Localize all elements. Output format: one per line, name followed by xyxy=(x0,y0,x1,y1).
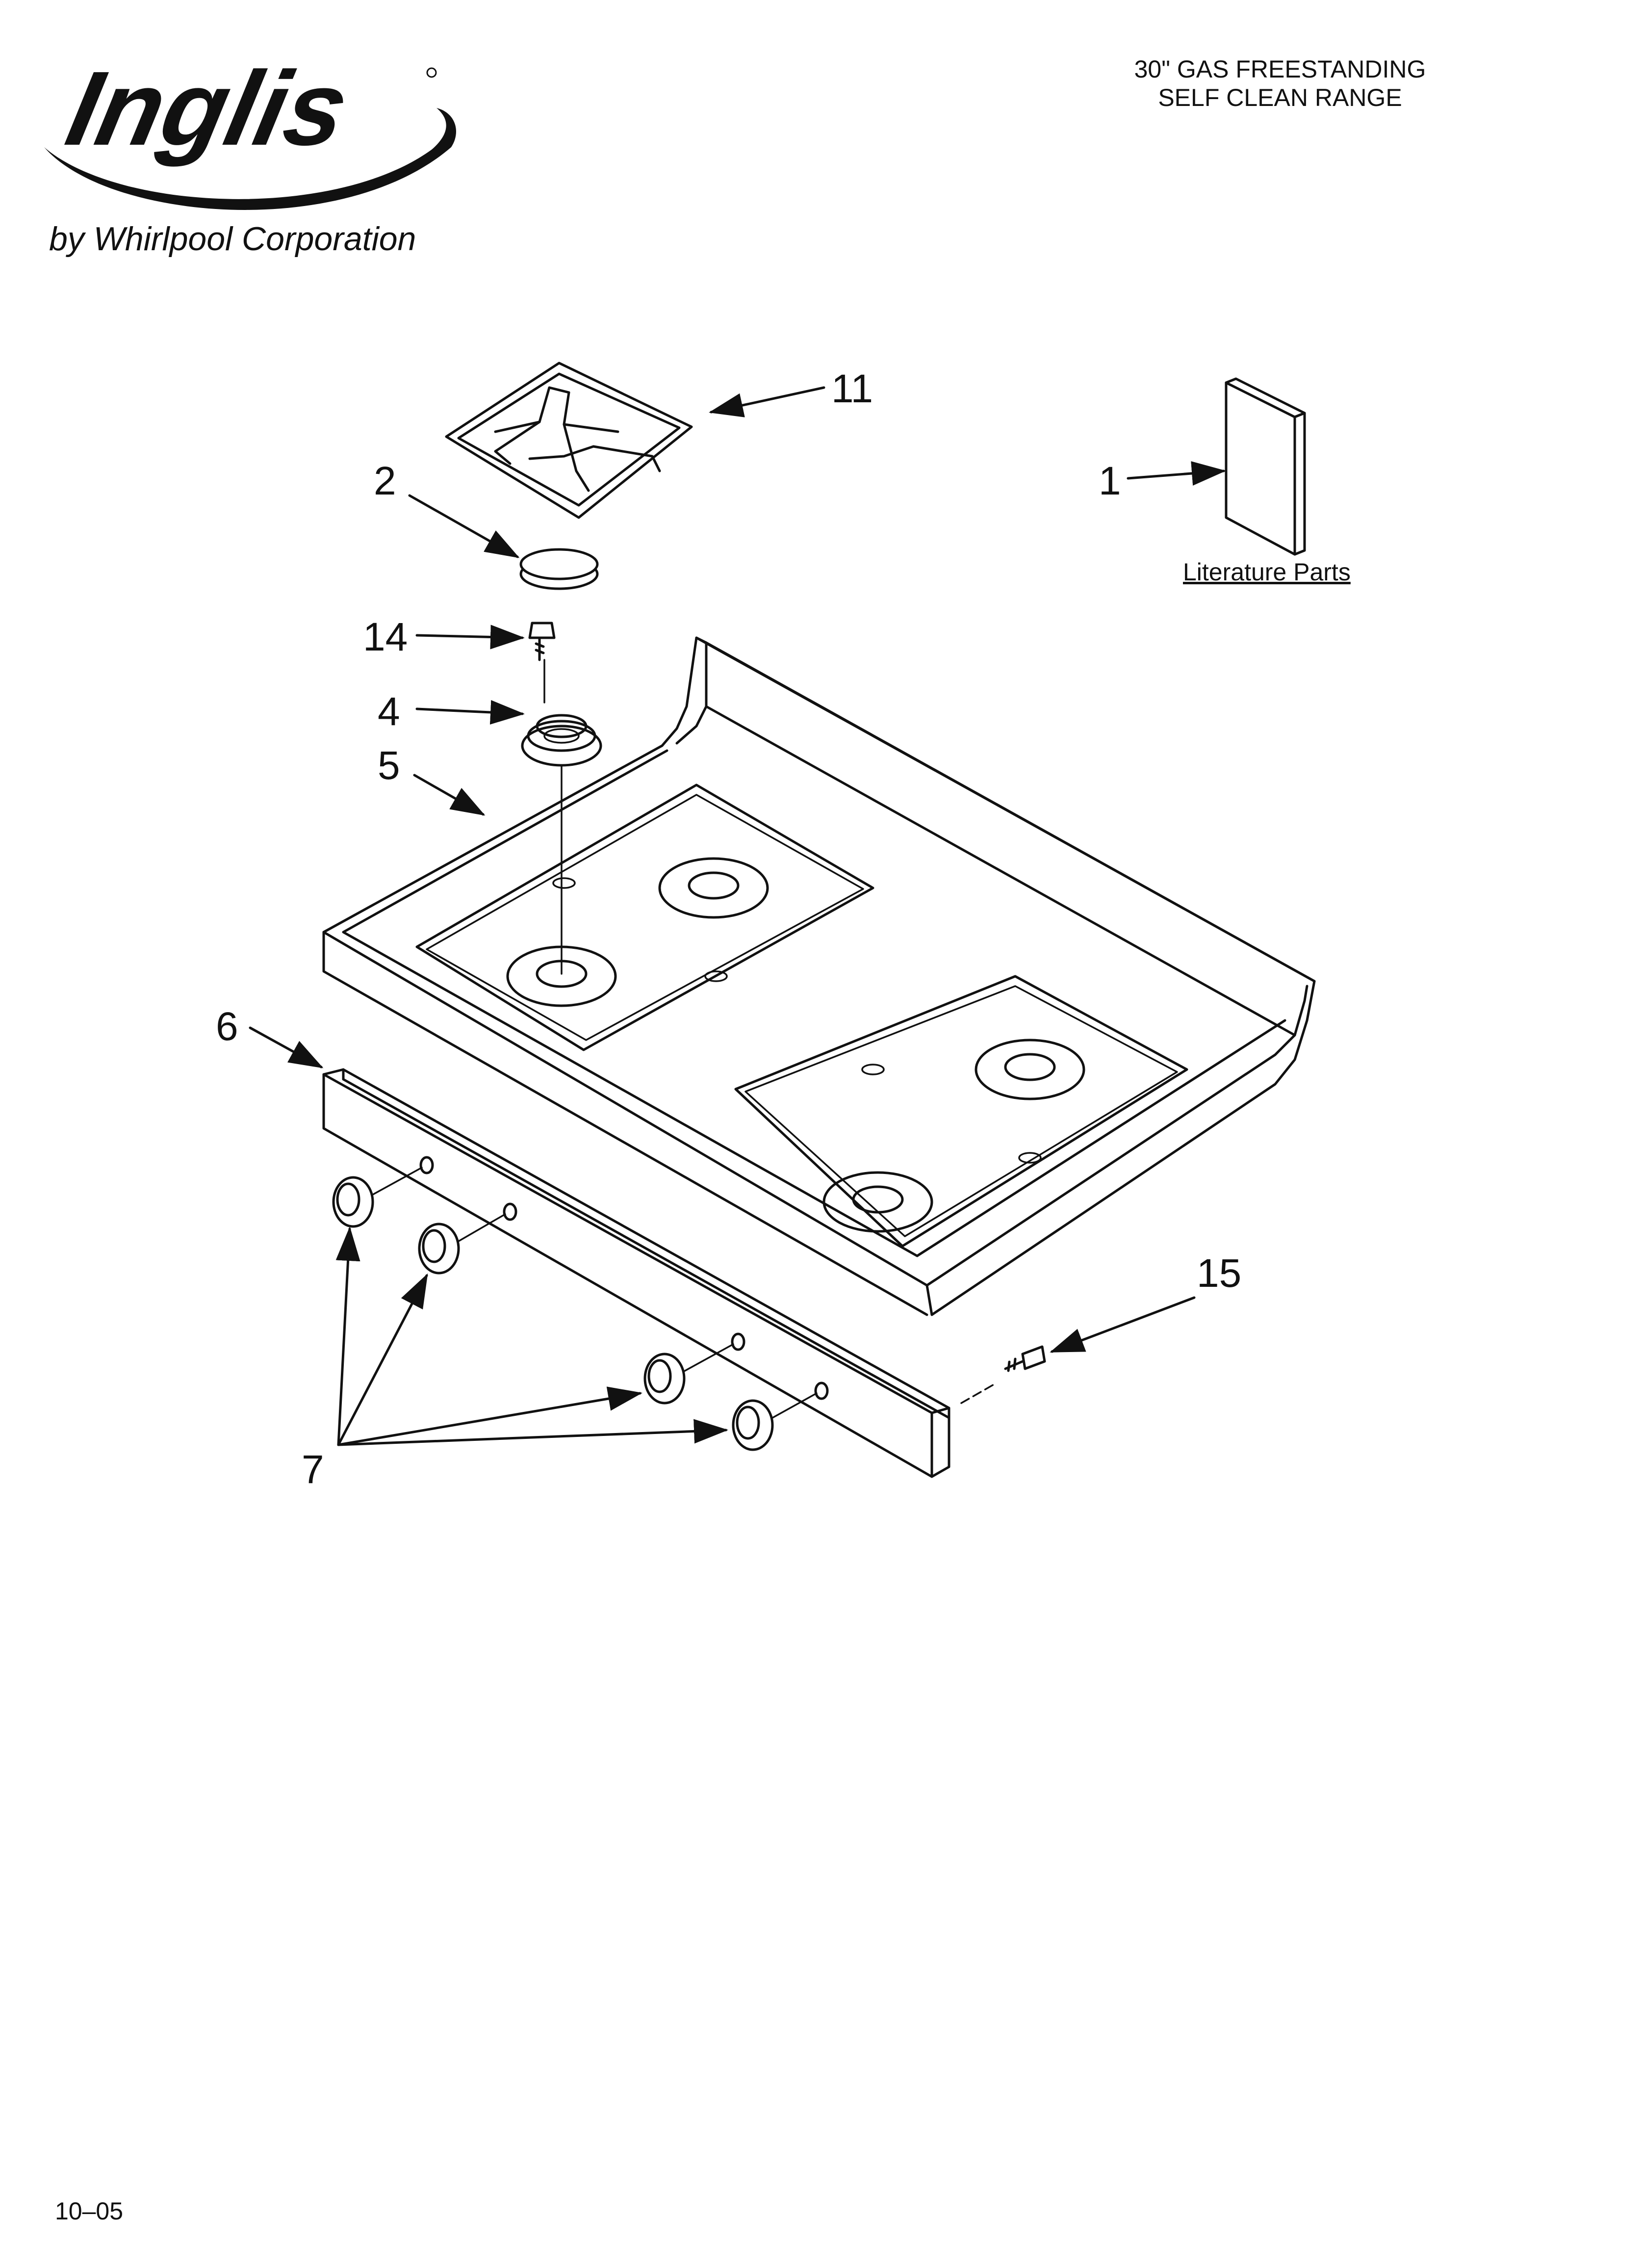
leader-4 xyxy=(415,700,525,725)
callout-14: 14 xyxy=(363,615,408,659)
title-line-2: SELF CLEAN RANGE xyxy=(1158,84,1402,111)
leader-7b xyxy=(337,1273,428,1446)
leader-15 xyxy=(1050,1296,1196,1353)
callout-5: 5 xyxy=(378,743,400,788)
leader-11 xyxy=(709,386,825,417)
burner-grate xyxy=(445,362,693,519)
leader-2 xyxy=(408,494,520,558)
burner-base xyxy=(521,714,602,767)
callout-leaders xyxy=(249,386,1226,1446)
knob-1 xyxy=(332,1176,374,1228)
leader-7d xyxy=(337,1419,728,1446)
literature-parts-label: Literature Parts xyxy=(1183,558,1351,586)
callout-6: 6 xyxy=(216,1004,238,1049)
leader-6 xyxy=(249,1026,324,1069)
brand-subtitle: by Whirlpool Corporation xyxy=(49,220,416,258)
callout-4: 4 xyxy=(378,689,400,734)
burner-cap xyxy=(519,548,599,590)
leader-7a xyxy=(335,1226,360,1446)
control-knobs xyxy=(332,1167,818,1451)
callout-7: 7 xyxy=(302,1447,324,1492)
leader-1 xyxy=(1127,461,1226,486)
document-title: 30" GAS FREESTANDING SELF CLEAN RANGE xyxy=(1050,55,1511,112)
leader-5 xyxy=(413,774,486,816)
cooktop-panel xyxy=(322,636,1316,1316)
callout-15: 15 xyxy=(1197,1251,1242,1296)
title-line-1: 30" GAS FREESTANDING xyxy=(1134,55,1426,83)
callout-1: 1 xyxy=(1099,459,1121,503)
leader-14 xyxy=(415,625,525,650)
knob-3 xyxy=(643,1353,686,1405)
screw-15 xyxy=(960,1345,1046,1404)
screw-14 xyxy=(528,622,556,661)
manifold-panel xyxy=(322,1068,950,1478)
svg-text:Inglis: Inglis xyxy=(57,50,358,167)
callout-2: 2 xyxy=(374,459,396,503)
inglis-logo: Inglis xyxy=(44,50,456,210)
footer-code: 10–05 xyxy=(55,2197,124,2225)
leader-7c xyxy=(337,1386,642,1446)
knob-2 xyxy=(418,1223,460,1275)
literature-booklet xyxy=(1225,377,1306,556)
knob-4 xyxy=(732,1399,774,1451)
callout-11: 11 xyxy=(831,366,873,411)
